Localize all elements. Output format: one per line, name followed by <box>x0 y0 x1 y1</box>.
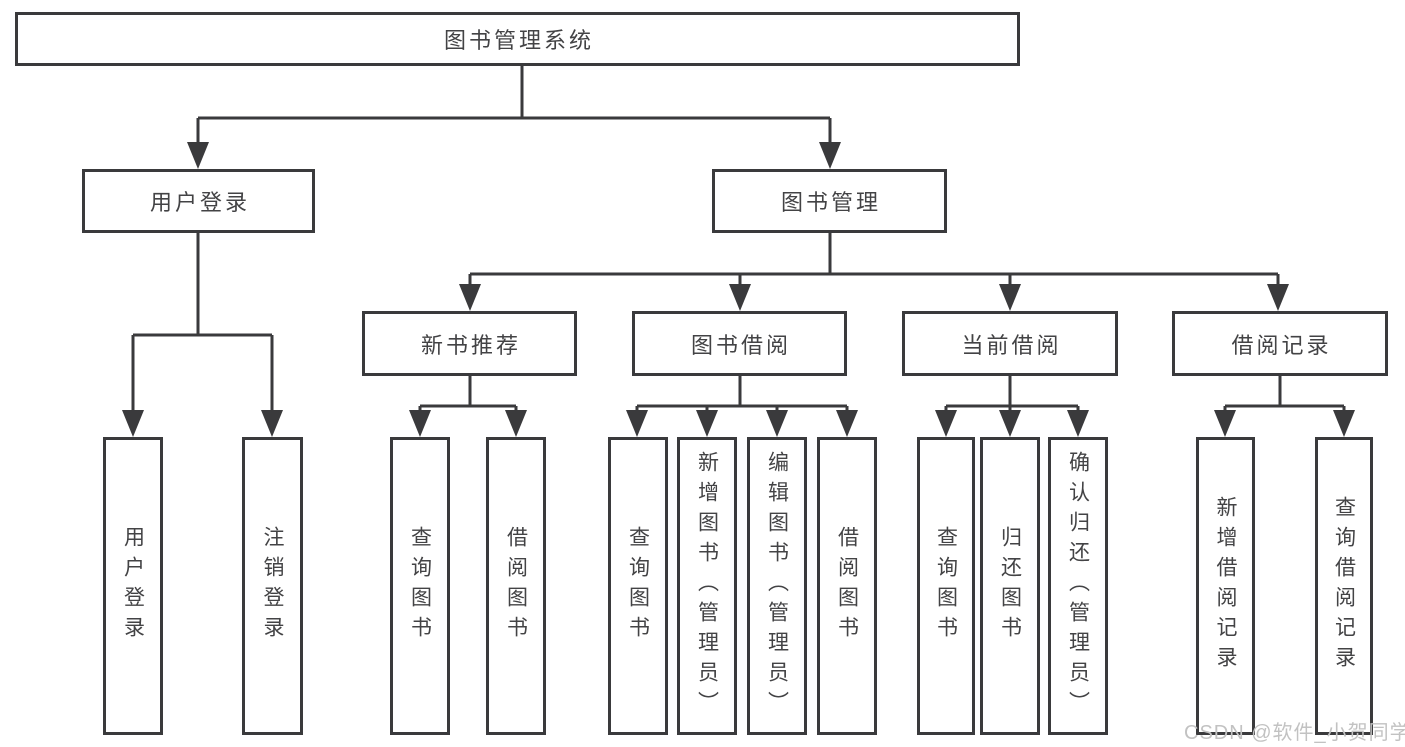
leaf-add-books-admin-label: 新增图书（管理员） <box>695 451 719 721</box>
watermark-text: CSDN @软件_小贺同学 <box>1184 722 1405 744</box>
node-book-borrowing: 图书借阅 <box>632 311 847 376</box>
connector-user-login-group <box>122 233 283 437</box>
node-new-book-recommend: 新书推荐 <box>362 311 577 376</box>
connector-book-borrowing-group <box>626 376 858 437</box>
node-book-borrowing-label: 图书借阅 <box>690 332 791 358</box>
leaf-confirm-return-admin: 确认归还（管理员） <box>1048 437 1108 735</box>
leaf-query-borrow-record-label: 查询借阅记录 <box>1332 496 1356 676</box>
leaf-user-login-label: 用户登录 <box>121 526 145 646</box>
leaf-return-books-label: 归还图书 <box>998 526 1022 646</box>
leaf-edit-books-admin-label: 编辑图书（管理员） <box>765 451 789 721</box>
leaf-borrow-books-borrowing: 借阅图书 <box>817 437 877 735</box>
connector-book-management-group <box>459 233 1289 311</box>
connector-root-to-level2 <box>187 66 841 169</box>
leaf-add-books-admin: 新增图书（管理员） <box>677 437 737 735</box>
node-library-system: 图书管理系统 <box>15 12 1020 66</box>
node-user-login: 用户登录 <box>82 169 315 233</box>
leaf-add-borrow-record: 新增借阅记录 <box>1196 437 1255 735</box>
leaf-borrow-books-recommend: 借阅图书 <box>486 437 546 735</box>
connector-new-book-recommend-group <box>409 376 527 437</box>
leaf-confirm-return-admin-label: 确认归还（管理员） <box>1066 451 1090 721</box>
leaf-query-books-current: 查询图书 <box>917 437 975 735</box>
leaf-user-login: 用户登录 <box>103 437 163 735</box>
node-borrowing-records-label: 借阅记录 <box>1231 332 1332 358</box>
leaf-return-books: 归还图书 <box>980 437 1040 735</box>
connector-borrowing-records-group <box>1214 376 1355 437</box>
node-library-system-label: 图书管理系统 <box>443 28 594 53</box>
leaf-borrow-books-borrowing-label: 借阅图书 <box>835 526 859 646</box>
leaf-query-books-recommend: 查询图书 <box>390 437 450 735</box>
leaf-query-books-borrowing: 查询图书 <box>608 437 668 735</box>
leaf-query-books-borrowing-label: 查询图书 <box>626 526 650 646</box>
node-user-login-label: 用户登录 <box>149 190 250 215</box>
node-book-management-label: 图书管理 <box>780 190 881 215</box>
leaf-query-borrow-record: 查询借阅记录 <box>1315 437 1373 735</box>
connector-current-borrowing-group <box>935 376 1089 437</box>
leaf-query-books-current-label: 查询图书 <box>934 526 958 646</box>
leaf-add-borrow-record-label: 新增借阅记录 <box>1214 496 1237 676</box>
leaf-logout: 注销登录 <box>242 437 303 735</box>
node-current-borrowing-label: 当前借阅 <box>961 332 1062 358</box>
node-current-borrowing: 当前借阅 <box>902 311 1118 376</box>
leaf-logout-label: 注销登录 <box>261 526 284 646</box>
node-borrowing-records: 借阅记录 <box>1172 311 1388 376</box>
leaf-edit-books-admin: 编辑图书（管理员） <box>747 437 807 735</box>
node-new-book-recommend-label: 新书推荐 <box>420 332 521 358</box>
leaf-borrow-books-recommend-label: 借阅图书 <box>504 526 528 646</box>
node-book-management: 图书管理 <box>712 169 947 233</box>
leaf-query-books-recommend-label: 查询图书 <box>408 526 432 646</box>
